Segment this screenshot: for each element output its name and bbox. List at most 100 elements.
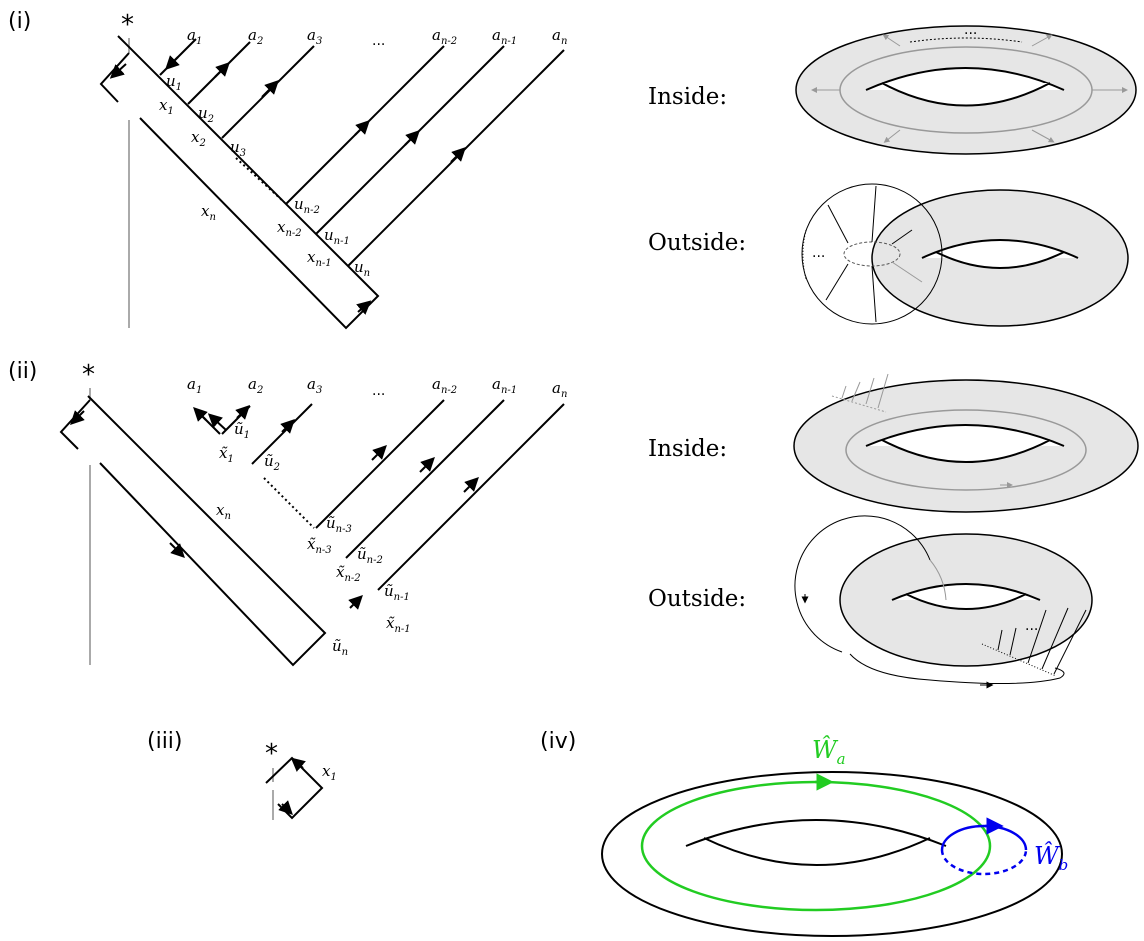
label-a3: a3 — [307, 375, 322, 396]
label-x2: x2 — [191, 128, 206, 149]
label-un1: un-1 — [324, 226, 350, 247]
label-a1: a1 — [187, 26, 202, 47]
outside-label-i: Outside: — [648, 230, 746, 256]
arrow — [109, 63, 127, 79]
spoke — [877, 373, 889, 409]
dotted-arc — [802, 229, 807, 281]
wilson-loop-b-front — [940, 824, 1028, 851]
arrow — [450, 147, 466, 163]
label-an1: an-1 — [492, 375, 517, 396]
ellipsis: ... — [372, 33, 385, 49]
label-x1: x1 — [159, 96, 174, 117]
panel-i-diagram: * ... a1 a2 a3 an-2 an-1 an u1 u2 u3 un-… — [99, 10, 567, 330]
branch-an — [377, 403, 565, 591]
label-a2: a2 — [248, 26, 263, 47]
spoke — [825, 263, 849, 301]
loop-top-left — [99, 52, 130, 103]
torus-outline — [601, 771, 1063, 937]
label-xn: xn — [216, 501, 231, 522]
ellipsis: ... — [372, 383, 385, 399]
label-x1: x1 — [322, 762, 337, 783]
label-a1: a1 — [187, 375, 202, 396]
arrow — [280, 419, 295, 434]
label-a2: a2 — [248, 375, 263, 396]
dotted-segment — [831, 395, 887, 413]
arrow — [70, 410, 85, 425]
spoke — [1053, 609, 1087, 675]
core-loop — [845, 409, 1087, 491]
spoke — [827, 204, 849, 244]
arrow — [371, 445, 387, 461]
torus-hole-bottom — [935, 251, 1065, 269]
spoke — [871, 185, 877, 243]
spoke — [1009, 627, 1017, 656]
arrow — [193, 407, 208, 422]
label-u3: u3 — [230, 138, 246, 159]
arrow — [278, 800, 293, 815]
torus-hole-bottom — [881, 439, 1051, 463]
label-xn2: xn-2 — [277, 218, 302, 239]
spoke — [891, 261, 923, 283]
label-an: an — [552, 26, 567, 47]
branch-a3 — [251, 403, 313, 465]
wilson-loop-a — [640, 780, 992, 912]
spoke — [883, 129, 901, 143]
label-wa: Ŵa — [812, 735, 846, 768]
arrow — [235, 405, 250, 420]
loop-main — [117, 35, 380, 330]
ellipsis: ... — [1025, 618, 1038, 634]
torus-hole-bottom — [703, 837, 931, 866]
panel-label-ii: (ii) — [8, 359, 37, 384]
spoke — [997, 629, 1003, 651]
spoke — [1041, 607, 1069, 670]
outer-loop — [794, 515, 931, 653]
panel-iii-diagram: * x1 — [265, 739, 337, 820]
label-xn2-tilde: x̃n-2 — [336, 563, 361, 584]
panel-label-iv: (iv) — [540, 729, 576, 754]
label-an: an — [552, 379, 567, 400]
dotted-segment — [235, 157, 285, 203]
arrow — [207, 413, 227, 431]
arrow — [356, 300, 372, 315]
arrow — [290, 757, 306, 772]
label-xn1: xn-1 — [307, 248, 332, 269]
wilson-loop-b-back — [940, 849, 1028, 876]
label-an2: an-2 — [432, 26, 457, 47]
arrow — [261, 80, 279, 98]
spoke — [882, 34, 901, 47]
spoke — [871, 265, 877, 323]
label-wb: Ŵb — [1034, 841, 1068, 874]
loop-main — [87, 395, 327, 667]
label-an1: an-1 — [492, 26, 517, 47]
arrow — [169, 542, 185, 558]
label-un-tilde: ũn — [332, 637, 348, 658]
arrow — [214, 62, 230, 78]
inside-label-ii: Inside: — [648, 436, 727, 462]
spoke — [1031, 34, 1053, 47]
branch-an1 — [345, 399, 505, 559]
label-x1-tilde: x̃1 — [219, 444, 234, 465]
label-xn: xn — [201, 202, 216, 223]
arrow — [404, 130, 420, 146]
panel-label-i: (i) — [8, 9, 31, 34]
loop-top-left — [59, 399, 91, 450]
ellipsis: ... — [964, 22, 977, 38]
torus-hole-bottom — [881, 82, 1051, 107]
torus-i-inside: ... — [795, 22, 1137, 155]
dotted-arc — [909, 37, 1023, 43]
basepoint-star: * — [265, 739, 278, 769]
label-un2-tilde: ũn-2 — [357, 545, 383, 566]
label-un: un — [354, 258, 370, 279]
branch-an2 — [315, 399, 445, 529]
torus-ii-outside: ... — [794, 515, 1093, 689]
spoke — [891, 229, 913, 245]
spoke — [841, 385, 847, 399]
torus-ii-inside — [793, 373, 1139, 513]
label-u2: u2 — [198, 104, 214, 125]
label-a3: a3 — [307, 26, 322, 47]
arrow — [419, 457, 435, 473]
torus-i-outside: ... — [801, 183, 1129, 327]
inside-label-i: Inside: — [648, 84, 727, 110]
label-u2-tilde: ũ2 — [264, 452, 280, 473]
torus-hole-bottom — [905, 593, 1027, 610]
